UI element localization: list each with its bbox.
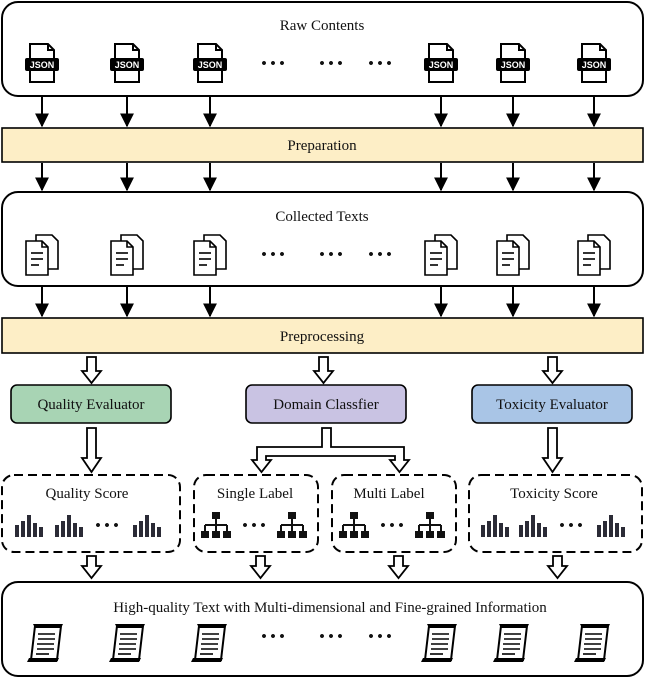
- toxicity-evaluator-label: Toxicity Evaluator: [496, 397, 608, 413]
- output-title: High-quality Text with Multi-dimensional…: [113, 600, 547, 616]
- hollow-arrows-to-output: [80, 555, 569, 580]
- arrows-to-preprocessing: [35, 287, 601, 318]
- svg-text:JSON: JSON: [115, 60, 140, 70]
- document-icon: [496, 234, 530, 276]
- json-file-icon: JSON: [192, 43, 228, 83]
- document-icon: [577, 234, 611, 276]
- ellipsis: • • •: [95, 518, 118, 534]
- json-file-icon: JSON: [576, 43, 612, 83]
- ellipsis: • • •: [319, 629, 342, 645]
- domain-classifier-box: [245, 384, 407, 424]
- json-file-icon: JSON: [495, 43, 531, 83]
- svg-text:JSON: JSON: [582, 60, 607, 70]
- hollow-arrows-to-scores: [80, 427, 564, 474]
- ellipsis: • • •: [319, 56, 342, 72]
- quality-score-label: Quality Score: [46, 486, 129, 502]
- quality-evaluator-label: Quality Evaluator: [37, 397, 144, 413]
- preparation-band: [1, 127, 644, 163]
- svg-text:JSON: JSON: [30, 60, 55, 70]
- ellipsis: • • •: [559, 518, 582, 534]
- ellipsis: • • •: [261, 629, 284, 645]
- preprocessing-band: [1, 317, 644, 354]
- multi-label-label: Multi Label: [353, 486, 424, 502]
- raw-contents-box: [1, 1, 644, 97]
- single-label-label: Single Label: [217, 486, 293, 502]
- hollow-arrows-to-evaluators: [80, 356, 564, 385]
- arrows-to-collected-texts: [35, 163, 601, 192]
- json-file-icon: JSON: [423, 43, 459, 83]
- ellipsis: • • •: [261, 247, 284, 263]
- document-icon: [25, 234, 59, 276]
- raw-contents-title: Raw Contents: [280, 18, 365, 34]
- ellipsis: • • •: [380, 518, 403, 534]
- json-file-icon: JSON: [109, 43, 145, 83]
- collected-texts-box: [1, 191, 644, 287]
- ellipsis: • • •: [368, 247, 391, 263]
- ellipsis: • • •: [261, 56, 284, 72]
- output-box: [1, 581, 644, 677]
- svg-text:JSON: JSON: [198, 60, 223, 70]
- ellipsis: • • •: [319, 247, 342, 263]
- ellipsis: • • •: [242, 518, 265, 534]
- domain-classifier-label: Domain Classfier: [273, 397, 378, 413]
- collected-texts-title: Collected Texts: [275, 209, 368, 225]
- ellipsis: • • •: [368, 56, 391, 72]
- svg-text:JSON: JSON: [429, 60, 454, 70]
- toxicity-score-label: Toxicity Score: [510, 486, 598, 502]
- document-icon: [424, 234, 458, 276]
- arrows-to-preparation: [35, 97, 601, 128]
- document-icon: [110, 234, 144, 276]
- preprocessing-label: Preprocessing: [280, 329, 365, 345]
- svg-text:JSON: JSON: [501, 60, 526, 70]
- quality-evaluator-box: [10, 384, 172, 424]
- ellipsis: • • •: [368, 629, 391, 645]
- document-icon: [193, 234, 227, 276]
- toxicity-evaluator-box: [471, 384, 633, 424]
- json-file-icon: JSON: [24, 43, 60, 83]
- preparation-label: Preparation: [287, 138, 357, 154]
